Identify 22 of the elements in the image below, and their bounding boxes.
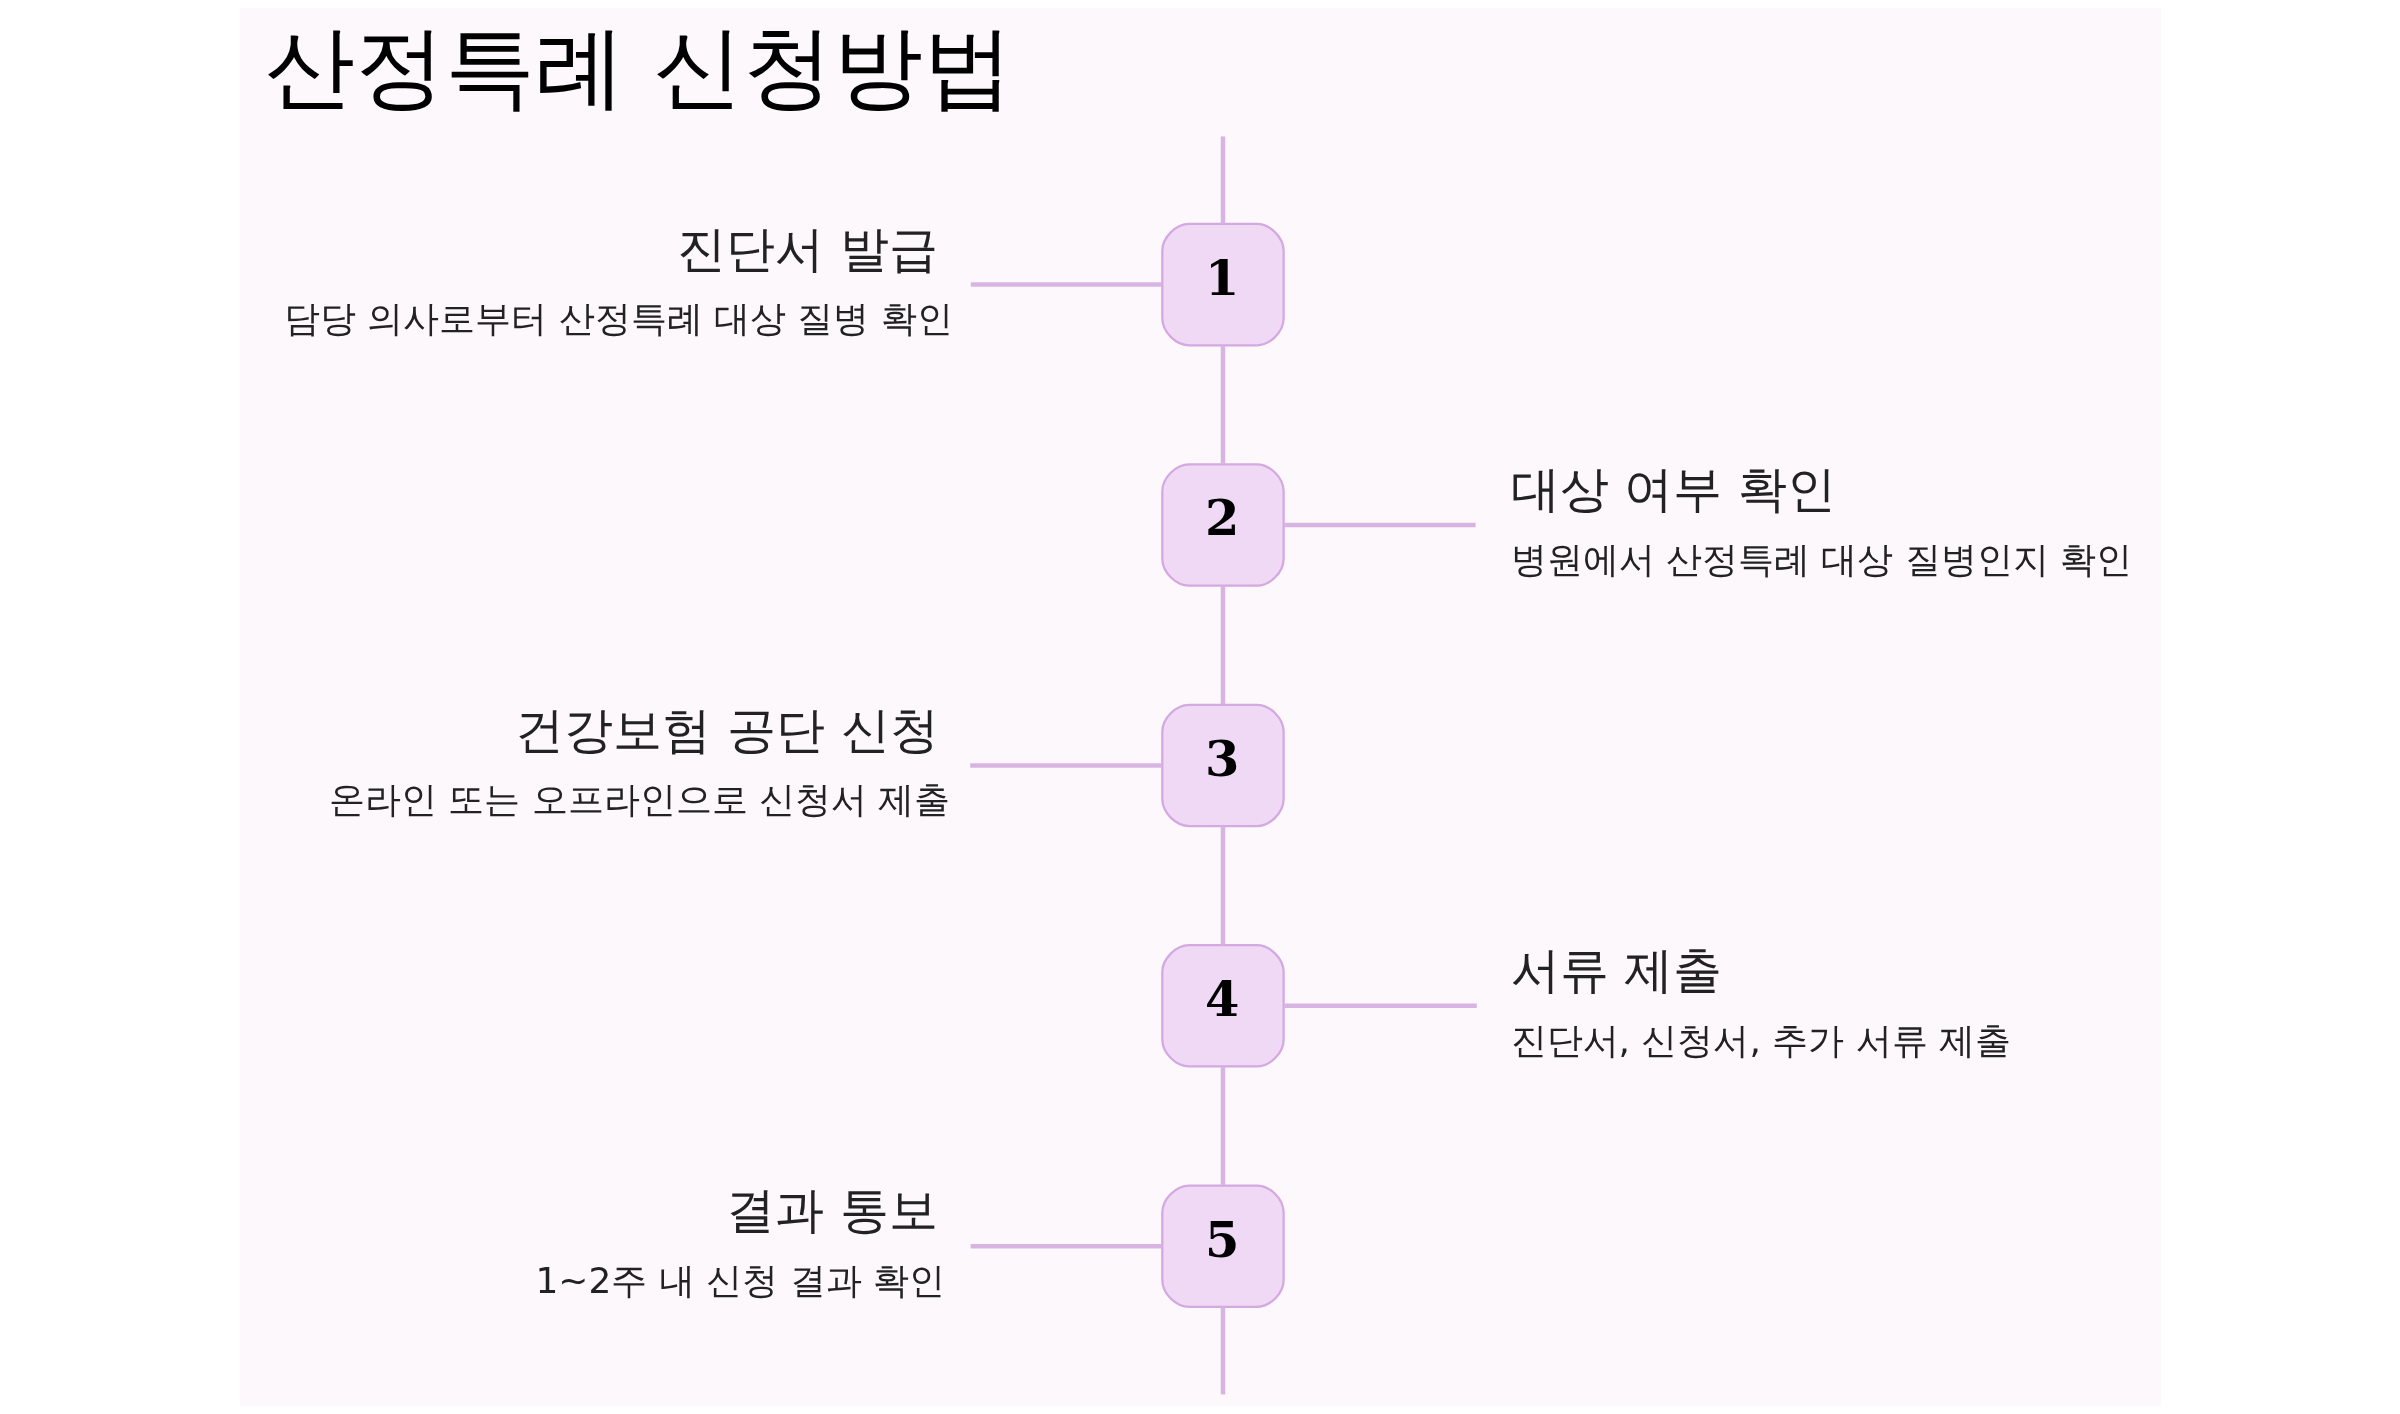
connector [1283, 522, 1476, 528]
connector [1284, 1003, 1477, 1009]
connector [1220, 345, 1225, 464]
node-box: 4 [1160, 944, 1285, 1068]
node-box: 3 [1160, 703, 1285, 828]
connector [1220, 586, 1225, 705]
node-box: 5 [1160, 1184, 1285, 1308]
diagram-title: 산정특례 신청방법 [264, 15, 1013, 120]
connector [970, 282, 1162, 287]
node-text: 서류 제출 진단서, 신청서, 추가 서류 제출 [1510, 940, 2011, 1061]
connector [1220, 136, 1225, 224]
node-text: 결과 통보 1~2주 내 신청 결과 확인 [534, 1181, 945, 1301]
connector [970, 1244, 1162, 1249]
node-text: 진단서 발급 담당 의사로부터 산정특례 대상 질병 확인 [283, 219, 953, 340]
connector [1220, 826, 1225, 945]
node-box: 2 [1160, 463, 1285, 587]
node-text: 건강보험 공단 신청 온라인 또는 오프라인으로 신청서 제출 [328, 700, 950, 821]
connector [1220, 1307, 1225, 1395]
node-box: 1 [1160, 222, 1285, 347]
node-text: 대상 여부 확인 병원에서 산정특례 대상 질병인지 확인 [1510, 460, 2132, 580]
connector [1220, 1067, 1225, 1185]
connector [969, 763, 1162, 768]
